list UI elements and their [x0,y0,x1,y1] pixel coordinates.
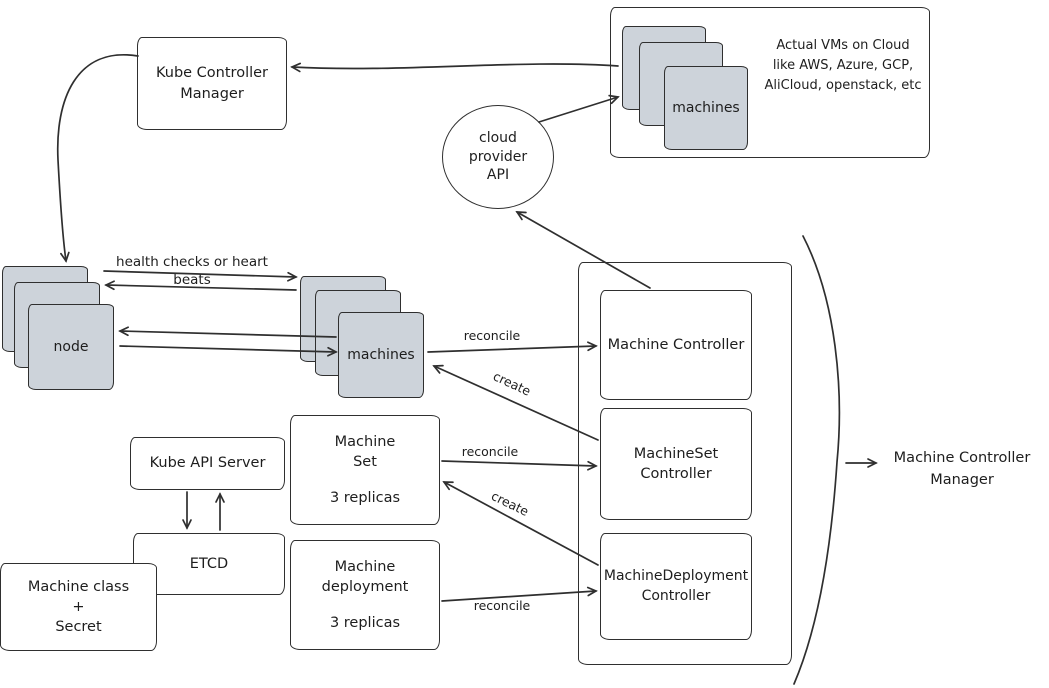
machine-set-replicas: 3 replicas [329,490,401,507]
brace-curve [793,235,841,685]
machine-set-title-2: Set [353,453,377,470]
machine-square-front: machines [664,66,748,150]
kube-controller-manager-label: Kube Controller Manager [155,65,269,102]
machine-deployment-box: Machine deployment 3 replicas [290,540,440,650]
arrow-machines-to-kcm [290,62,619,73]
machinedeployment-controller-box: MachineDeployment Controller [600,533,752,640]
machine-class-line-2: + [72,598,85,615]
machine-controller-box: Machine Controller [600,290,752,400]
machineset-controller-box: MachineSet Controller [600,408,752,520]
arrow-kcm-to-node [56,53,139,263]
arrow-machines-reconcile [427,341,598,353]
node-square-front: node [28,304,114,390]
create-label-machineset: create [488,488,532,519]
machineset-controller-label: MachineSet Controller [633,445,719,482]
cloud-provider-api-circle: cloud provider API [442,105,554,209]
reconcile-label-machinedeployment: reconcile [473,598,531,613]
cloud-machines-stack: machines [622,26,752,154]
reconcile-label-machines: reconcile [463,328,521,343]
machines-label: machines [347,347,415,363]
cloud-machines-label: machines [672,100,740,116]
machine-class-line-1: Machine class [27,578,130,595]
node-stack: node [2,266,122,396]
arrow-machineset-reconcile [441,460,598,471]
cloud-note-line-1: Actual VMs on Cloud [776,38,910,53]
machine-deployment-title-2: deployment [321,578,409,595]
etcd-label: ETCD [189,555,229,572]
reconcile-label-machineset: reconcile [461,444,519,459]
cloud-note-line-2: like AWS, Azure, GCP, [772,58,914,74]
machine-set-title-1: Machine [334,433,396,450]
cloud-provider-api-label: cloud provider API [468,129,528,184]
kube-api-server-box: Kube API Server [130,437,285,490]
machine-set-box: Machine Set 3 replicas [290,415,440,525]
kube-controller-manager-box: Kube Controller Manager [137,37,287,130]
machine-deployment-replicas: 3 replicas [329,615,401,632]
machine-class-secret-box: Machine class + Secret [0,563,157,651]
health-checks-label: health checks or heart beats [116,254,268,288]
machines-stack: machines [300,276,430,404]
machinedeployment-controller-label: MachineDeployment Controller [603,567,749,604]
node-label: node [53,339,89,355]
kube-api-server-label: Kube API Server [149,455,266,472]
machines-square-front: machines [338,312,424,398]
arrow-api-to-cloud-machines [538,94,620,123]
cloud-note-line-3: AliCloud, openstack, etc [764,78,922,94]
machine-controller-label: Machine Controller [607,336,745,353]
machine-class-line-3: Secret [55,619,102,636]
machine-controller-manager-label: Machine Controller Manager [893,450,1031,488]
arrow-machinedeployment-create-machineset [442,481,599,566]
create-label-machines: create [490,368,534,399]
cloud-note: Actual VMs on Cloud like AWS, Azure, GCP… [758,36,928,96]
machine-deployment-title-1: Machine [334,558,396,575]
